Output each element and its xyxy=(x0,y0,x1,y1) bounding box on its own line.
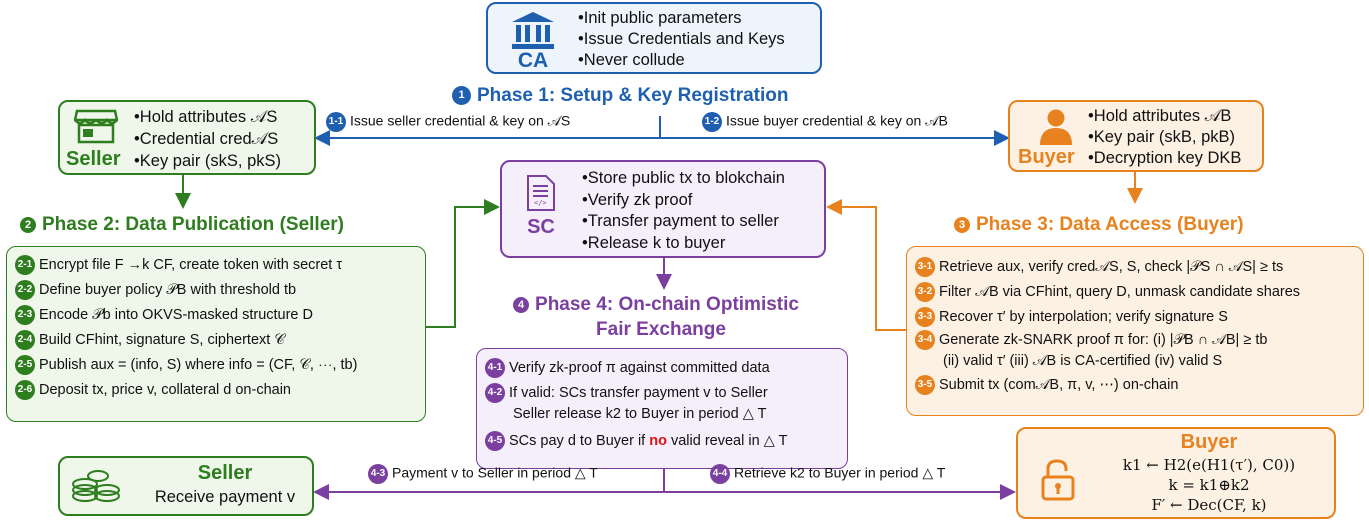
seller-item: Key pair (skS, pkS) xyxy=(134,150,281,172)
bank-icon xyxy=(512,12,554,49)
buyer-final-equation: F′ ← Dec(CF, k) xyxy=(1151,496,1267,514)
shop-icon xyxy=(74,109,118,144)
buyer-final-equation: k = k1⊕k2 xyxy=(1168,476,1250,494)
ca-item: Issue Credentials and Keys xyxy=(578,29,785,50)
ca-item: Never collude xyxy=(578,50,785,71)
seller-final-text: Receive payment v xyxy=(154,488,296,506)
ca-item: Init public parameters xyxy=(578,8,785,29)
ca-box: CA Init public parameters Issue Credenti… xyxy=(486,2,822,74)
ca-items: Init public parameters Issue Credentials… xyxy=(578,8,785,71)
sc-items: Store public tx to blokchain Verify zk p… xyxy=(582,168,785,254)
step-number: 1-2 xyxy=(702,112,722,132)
step-text: Issue buyer credential & key on 𝒜B xyxy=(726,112,948,129)
phase1-number: 1 xyxy=(452,86,471,106)
sc-item: Store public tx to blokchain xyxy=(582,168,785,190)
buyer-item: Hold attributes 𝒜B xyxy=(1088,106,1241,127)
phase3-number: 3 xyxy=(954,216,970,233)
unlock-icon xyxy=(1041,459,1075,501)
seller-item: Credential cred𝒜S xyxy=(134,128,281,150)
coins-icon xyxy=(72,470,120,502)
buyer-final-equation: k1 ← H2(e(H1(τ′), C0)) xyxy=(1122,456,1296,474)
seller-item: Hold attributes 𝒜S xyxy=(134,106,281,128)
sc-item: Verify zk proof xyxy=(582,190,785,212)
phase2-number: 2 xyxy=(20,216,36,233)
step-number: 1-1 xyxy=(326,112,346,132)
step-3-4-continued: (ii) valid τ′ (iii) 𝒜B is CA-certified (… xyxy=(943,353,1223,369)
sc-box: </> SC Store public tx to blokchain Veri… xyxy=(500,160,826,258)
phase4-number: 4 xyxy=(513,296,530,313)
sc-label: SC xyxy=(527,216,555,238)
buyer-item: Key pair (skB, pkB) xyxy=(1088,127,1241,148)
buyer-items: Hold attributes 𝒜B Key pair (skB, pkB) D… xyxy=(1088,106,1242,169)
sc-item: Transfer payment to seller xyxy=(582,211,785,233)
seller-box: Seller Hold attributes 𝒜S Credential cre… xyxy=(58,100,316,175)
buyer-label: Buyer xyxy=(1018,146,1075,168)
buyer-final-box: Buyer k1 ← H2(e(H1(τ′), C0)) k = k1⊕k2 F… xyxy=(1016,427,1336,519)
seller-label: Seller xyxy=(66,148,121,170)
seller-items: Hold attributes 𝒜S Credential cred𝒜S Key… xyxy=(134,106,281,172)
document-code-icon: </> xyxy=(527,175,555,211)
step-text: Issue seller credential & key on 𝒜S xyxy=(350,112,571,129)
buyer-final-label: Buyer xyxy=(1180,431,1238,453)
step-4-2-continued: Seller release k2 to Buyer in period △ T xyxy=(513,406,767,422)
buyer-box: Buyer Hold attributes 𝒜B Key pair (skB, … xyxy=(1008,100,1264,172)
ca-label: CA xyxy=(517,49,549,72)
seller-final-box: Seller Receive payment v xyxy=(58,456,314,516)
buyer-item: Decryption key DKB xyxy=(1088,148,1242,169)
svg-text:</>: </> xyxy=(534,199,547,207)
sc-item: Release k to buyer xyxy=(582,233,785,255)
seller-final-label: Seller xyxy=(197,462,253,484)
person-icon xyxy=(1040,109,1072,145)
